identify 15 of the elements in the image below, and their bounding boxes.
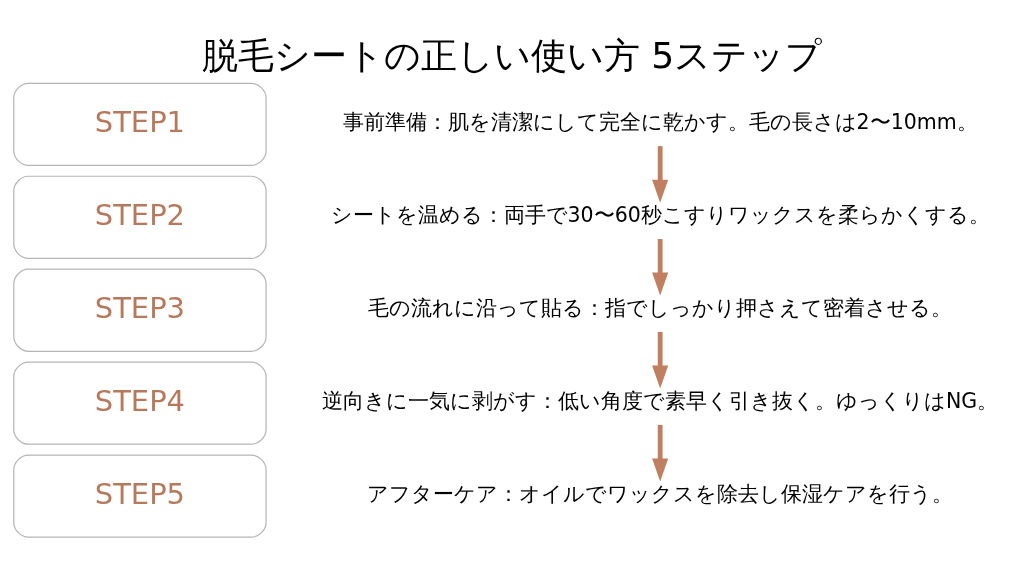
node-box: STEP3	[13, 268, 267, 352]
diagram-title: 脱毛シートの正しい使い方 5ステップ	[201, 33, 823, 77]
arrow	[652, 332, 669, 389]
arrow	[652, 146, 669, 203]
arrow	[652, 239, 669, 296]
node-box: STEP2	[13, 175, 267, 259]
node-box: STEP5	[13, 454, 267, 538]
arrow	[652, 424, 669, 482]
node-text: アフターケア：オイルでワックスを除去し保湿ケアを行う。	[367, 482, 954, 507]
node-box: STEP1	[13, 82, 267, 166]
node-text: シートを温める：両手で30〜60秒こすりワックスを柔らかくする。	[330, 203, 990, 228]
node-text: 毛の流れに沿って貼る：指でしっかり押さえて密着させる。	[368, 296, 953, 321]
node-box: STEP4	[13, 361, 267, 445]
node-text: 事前準備：肌を清潔にして完全に乾かす。毛の長さは2〜10mm。	[342, 110, 978, 135]
node-text: 逆向きに一気に剥がす：低い角度で素早く引き抜く。ゆっくりはNG。	[322, 389, 999, 414]
